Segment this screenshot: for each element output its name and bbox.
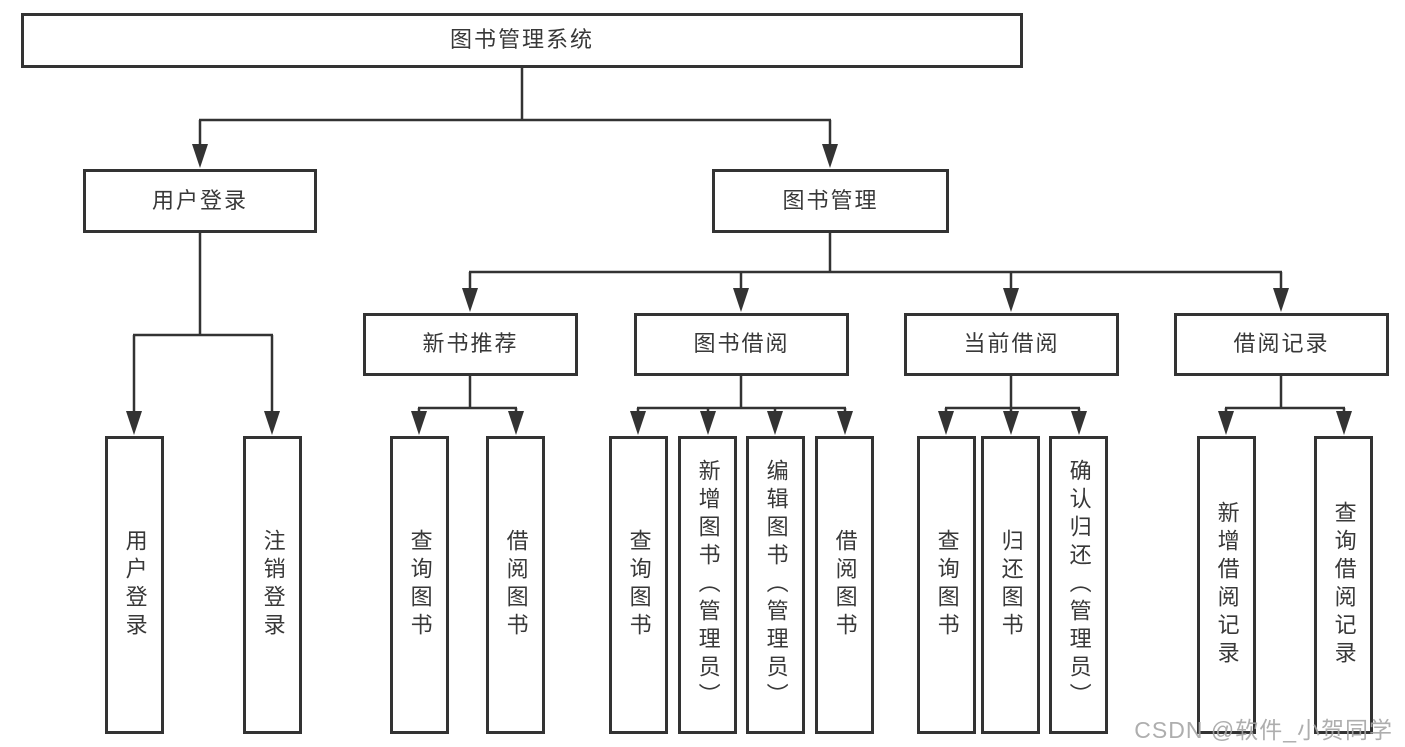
leaf-bb-add-books: 新增图书（管理员） (678, 436, 737, 734)
node-borrow-records: 借阅记录 (1174, 313, 1389, 376)
node-new-book-rec: 新书推荐 (363, 313, 578, 376)
node-current-borrow: 当前借阅 (904, 313, 1119, 376)
leaf-cb-confirm-return: 确认归还（管理员） (1049, 436, 1108, 734)
leaf-cb-query-books: 查询图书 (917, 436, 976, 734)
node-user-login-branch: 用户登录 (83, 169, 317, 233)
leaf-br-add-record: 新增借阅记录 (1197, 436, 1256, 734)
node-book-borrow: 图书借阅 (634, 313, 849, 376)
leaf-logout: 注销登录 (243, 436, 302, 734)
node-book-mgmt-branch: 图书管理 (712, 169, 949, 233)
leaf-user-login: 用户登录 (105, 436, 164, 734)
connector-book-borrow-to-leaves (636, 376, 847, 418)
leaf-nbr-query-books: 查询图书 (390, 436, 449, 734)
node-root: 图书管理系统 (21, 13, 1023, 68)
arrowheads (126, 144, 1352, 435)
connector-user-login-to-leaves (132, 233, 274, 418)
connector-root-to-level2 (198, 68, 832, 150)
leaf-br-query-record: 查询借阅记录 (1314, 436, 1373, 734)
connector-book-mgmt-to-level3 (468, 233, 1283, 294)
connector-borrow-records-to-leaves (1224, 376, 1346, 418)
leaf-bb-edit-books: 编辑图书（管理员） (746, 436, 805, 734)
connector-new-book-rec-to-leaves (417, 376, 518, 418)
leaf-bb-query-books: 查询图书 (609, 436, 668, 734)
leaf-nbr-borrow-books: 借阅图书 (486, 436, 545, 734)
leaf-cb-return-books: 归还图书 (981, 436, 1040, 734)
leaf-bb-borrow-books: 借阅图书 (815, 436, 874, 734)
csdn-watermark: CSDN @软件_小贺同学 (1134, 717, 1393, 743)
